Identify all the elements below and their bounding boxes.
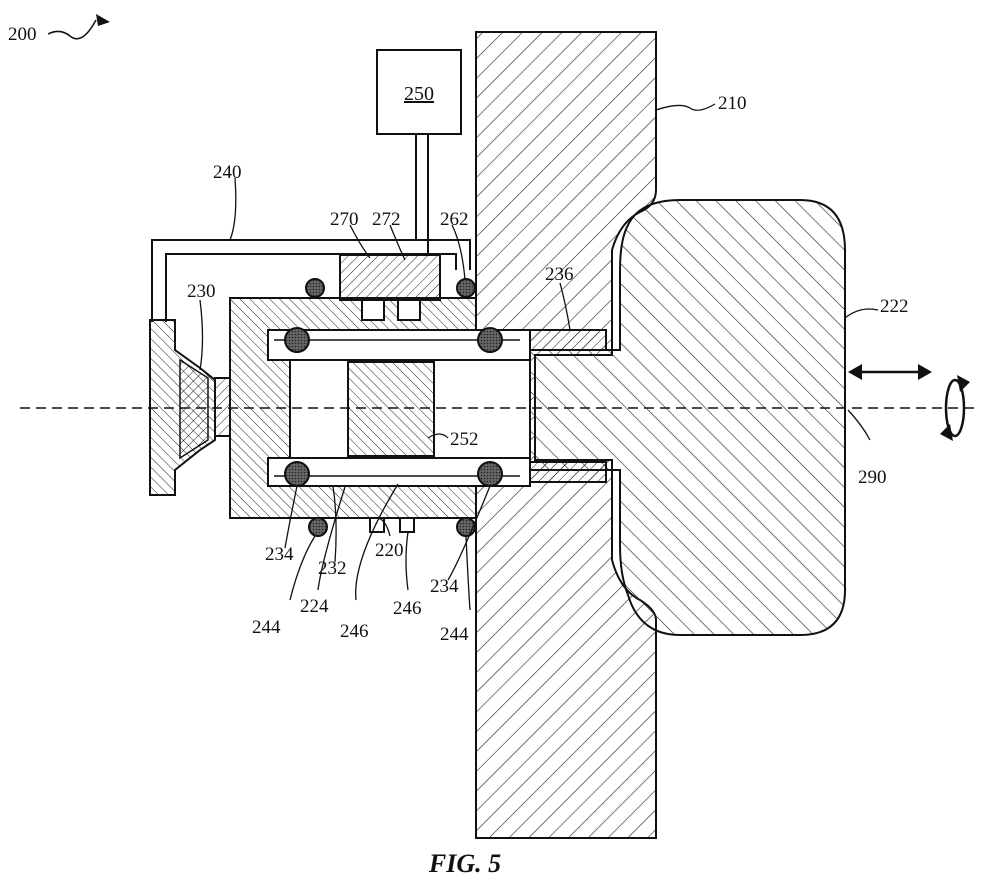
label-290: 290 bbox=[858, 467, 887, 488]
label-230: 230 bbox=[187, 281, 216, 302]
label-224: 224 bbox=[300, 596, 329, 617]
label-270: 270 bbox=[330, 209, 359, 230]
label-250: 250 bbox=[404, 83, 434, 105]
label-210: 210 bbox=[718, 93, 747, 114]
ring-236-bottom bbox=[528, 462, 606, 482]
label-252: 252 bbox=[450, 429, 479, 450]
label-244-left: 244 bbox=[252, 617, 281, 638]
label-222: 222 bbox=[880, 296, 909, 317]
label-200: 200 bbox=[8, 24, 37, 45]
seal-234-top-right bbox=[478, 328, 502, 352]
seal-244-bottom-left bbox=[309, 518, 327, 536]
label-246-left: 246 bbox=[340, 621, 369, 642]
seal-262 bbox=[457, 279, 475, 297]
seal-234-bottom-right bbox=[478, 462, 502, 486]
seal-244-top-left bbox=[306, 279, 324, 297]
seal-234-top-left bbox=[285, 328, 309, 352]
label-244-right: 244 bbox=[440, 624, 469, 645]
label-220: 220 bbox=[375, 540, 404, 561]
label-234-left: 234 bbox=[265, 544, 294, 565]
controller-box-250: 250 bbox=[377, 50, 461, 134]
core-252 bbox=[348, 362, 434, 456]
sensor-220 bbox=[370, 518, 414, 532]
label-246-right: 246 bbox=[393, 598, 422, 619]
label-240: 240 bbox=[213, 162, 242, 183]
ring-236-top bbox=[528, 330, 606, 350]
translation-arrow-icon bbox=[848, 364, 932, 380]
label-232: 232 bbox=[318, 558, 347, 579]
figure-caption: FIG. 5 bbox=[428, 849, 501, 878]
seal-234-bottom-left bbox=[285, 462, 309, 486]
label-236: 236 bbox=[545, 264, 574, 285]
label-234-right: 234 bbox=[430, 576, 459, 597]
label-262: 262 bbox=[440, 209, 469, 230]
leader-200 bbox=[48, 20, 96, 39]
label-272: 272 bbox=[372, 209, 401, 230]
pointer-200-icon bbox=[96, 14, 110, 26]
